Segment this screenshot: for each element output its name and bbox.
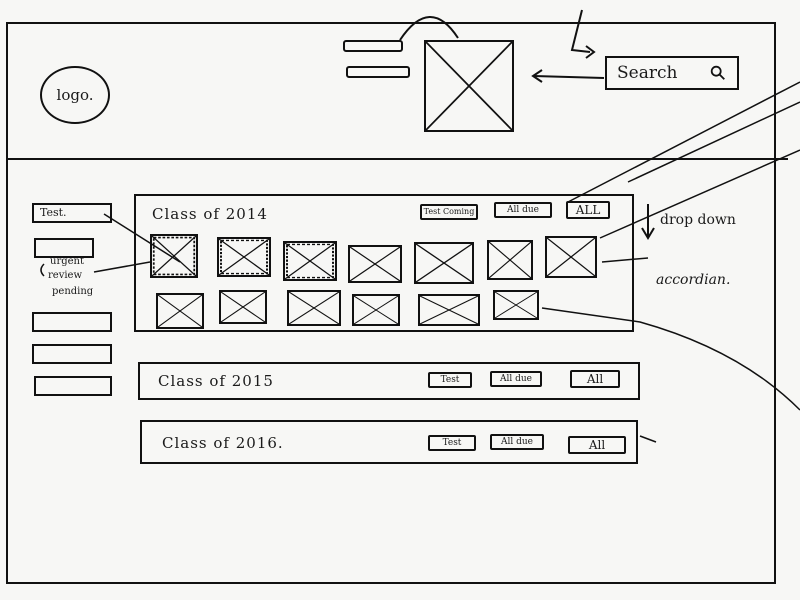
- class-title-2015: Class of 2015: [158, 372, 274, 390]
- test-button-2015[interactable]: Test: [428, 372, 472, 388]
- nav-menu-line-top[interactable]: [343, 40, 403, 52]
- all-due-button-2015[interactable]: All due: [490, 371, 542, 387]
- class-panel-2016[interactable]: Class of 2016. Test All due All: [140, 420, 638, 464]
- all-button-2015[interactable]: All: [570, 370, 620, 388]
- sidebar-item-test[interactable]: Test.: [32, 203, 112, 223]
- header-image-placeholder: [424, 40, 514, 132]
- logo[interactable]: logo.: [40, 66, 110, 124]
- sidebar-item-3[interactable]: [32, 312, 112, 332]
- sidebar-note-review: review: [48, 270, 83, 281]
- sidebar-note-pending: pending: [52, 286, 94, 297]
- sidebar-item-4[interactable]: [32, 344, 112, 364]
- search-placeholder: Search: [617, 63, 678, 83]
- class-panel-2015[interactable]: Class of 2015 Test All due All: [138, 362, 640, 400]
- student-thumbnail[interactable]: [414, 242, 474, 284]
- sidebar-note-urgent: urgent: [50, 256, 84, 267]
- all-button-2016[interactable]: All: [568, 436, 626, 454]
- all-due-button-2016[interactable]: All due: [490, 434, 544, 450]
- test-button-2016[interactable]: Test: [428, 435, 476, 451]
- student-thumbnail[interactable]: [418, 294, 480, 326]
- test-coming-button-2014[interactable]: Test Coming: [420, 204, 478, 220]
- class-title-2014: Class of 2014: [152, 205, 268, 223]
- student-thumbnail[interactable]: [287, 290, 341, 326]
- search-icon[interactable]: [709, 64, 727, 82]
- nav-menu-line-bottom[interactable]: [346, 66, 410, 78]
- annotation-accordion: accordian.: [656, 272, 731, 288]
- all-due-button-2014[interactable]: All due: [494, 202, 552, 218]
- sidebar-item-2[interactable]: [34, 238, 94, 258]
- class-title-2016: Class of 2016.: [162, 434, 284, 452]
- sidebar-item-5[interactable]: [34, 376, 112, 396]
- student-thumbnail[interactable]: [156, 293, 204, 329]
- student-thumbnail[interactable]: [487, 240, 533, 280]
- student-thumbnail[interactable]: [283, 241, 337, 281]
- student-thumbnail[interactable]: [352, 294, 400, 326]
- header-divider: [8, 158, 788, 160]
- search-input[interactable]: Search: [605, 56, 739, 90]
- student-thumbnail[interactable]: [493, 290, 539, 320]
- annotation-drop-down: drop down: [660, 212, 736, 228]
- student-thumbnail[interactable]: [217, 237, 271, 277]
- student-thumbnail[interactable]: [348, 245, 402, 283]
- student-thumbnail[interactable]: [150, 234, 198, 278]
- student-thumbnail[interactable]: [545, 236, 597, 278]
- all-button-2014[interactable]: ALL: [566, 201, 610, 219]
- student-thumbnail[interactable]: [219, 290, 267, 324]
- page-frame: [6, 22, 776, 584]
